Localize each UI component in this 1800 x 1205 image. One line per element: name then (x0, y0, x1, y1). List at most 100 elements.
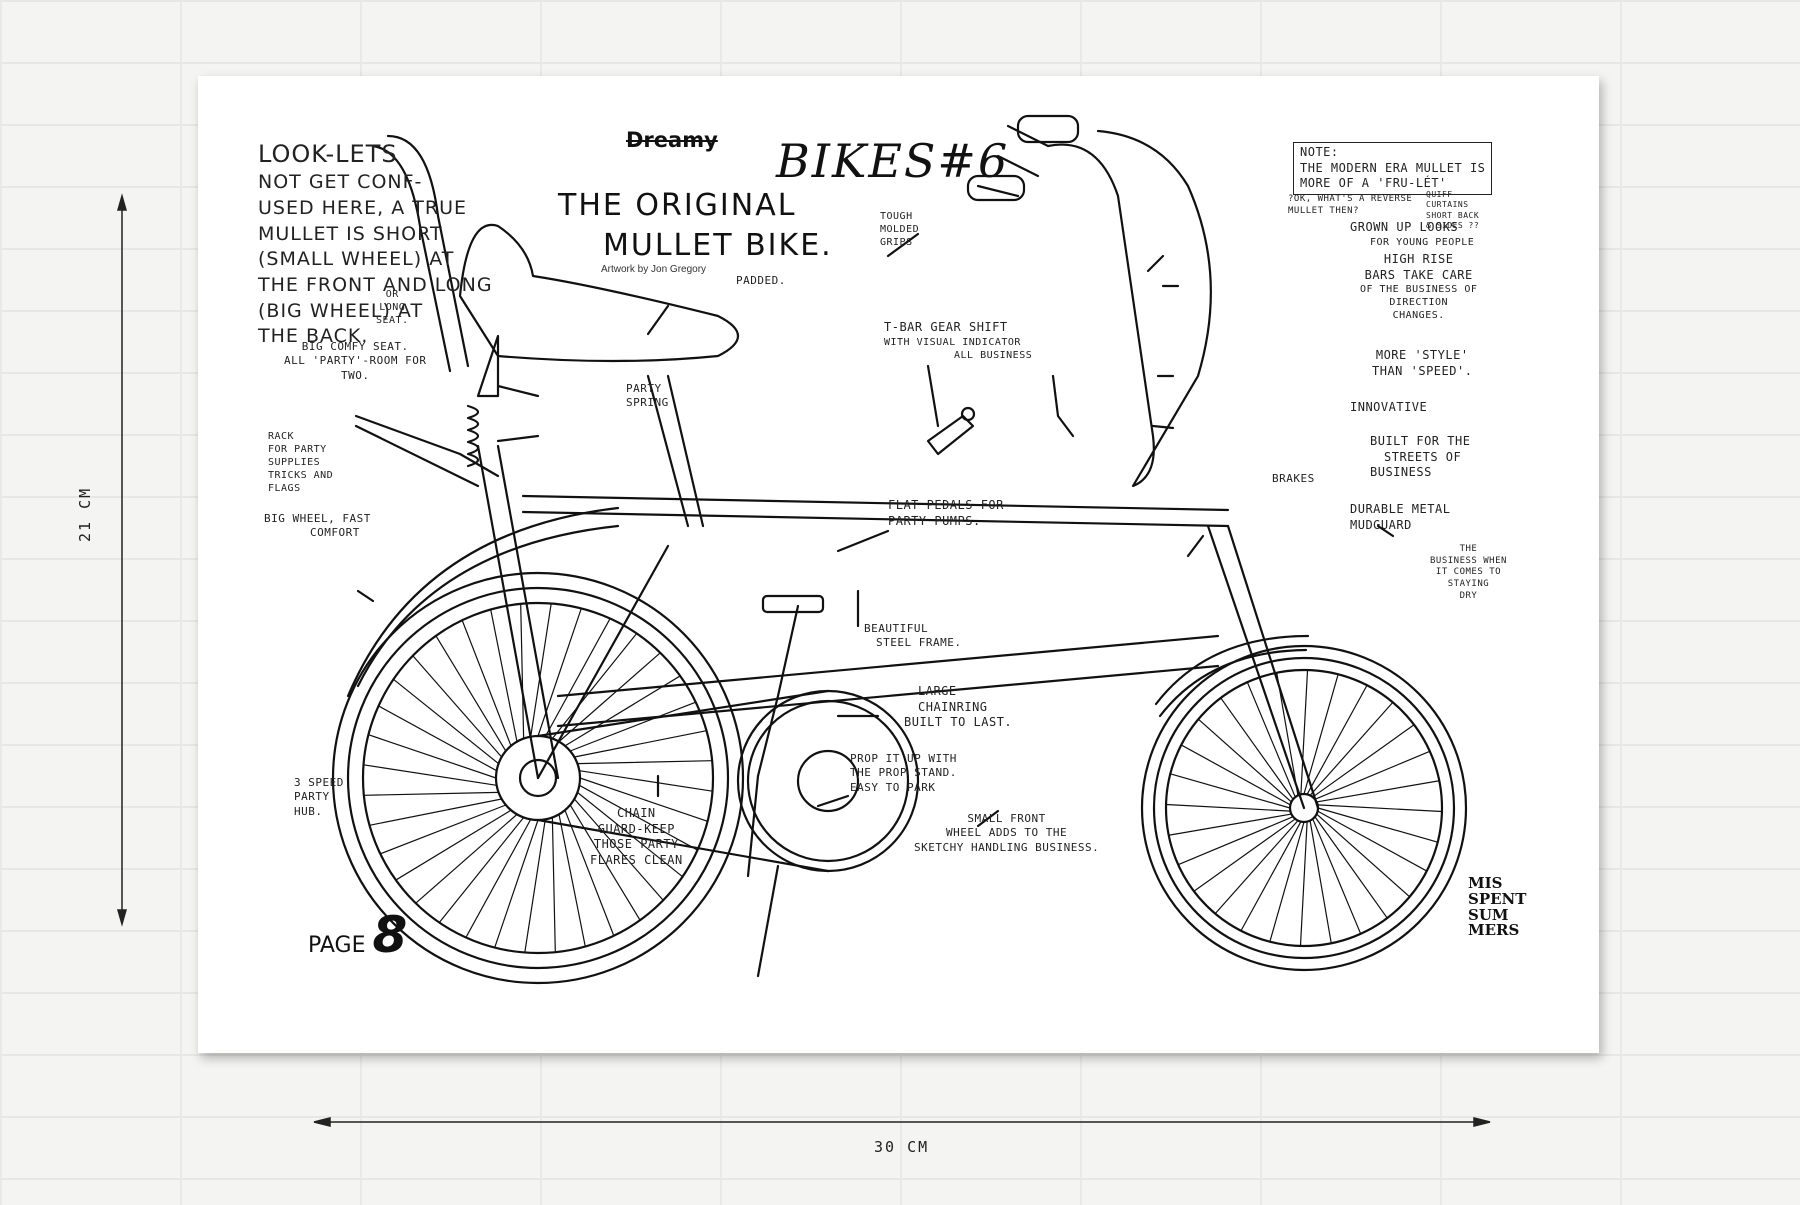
label-line: BUILT FOR THE (1370, 434, 1471, 448)
wheel-spoke (1309, 701, 1394, 796)
intro-line: THE BACK. (258, 325, 369, 348)
wheel-spoke (368, 798, 503, 826)
label-line: BIG COMFY SEAT. (301, 340, 409, 353)
wheel-spoke (1316, 780, 1440, 803)
label-line: DRY (1459, 590, 1478, 601)
wheel-spoke (558, 813, 586, 948)
wheel-spoke (1317, 810, 1428, 872)
label-more-style: MORE 'STYLE' THAN 'SPEED'. (1372, 348, 1472, 379)
label-chainring: LARGE CHAINRING BUILT TO LAST. (888, 684, 1012, 731)
label-line: FLAT PEDALS FOR (888, 498, 1004, 512)
label-line: BRAKES (1272, 472, 1315, 485)
reverse-option: SHORT BACK (1426, 210, 1480, 220)
label-hub: 3 SPEED PARTY HUB. (294, 776, 344, 819)
brand-logo: MIS SPENT SUM MERS (1468, 874, 1527, 940)
label-line: SUPPLIES (268, 457, 321, 468)
wheel-spoke (564, 809, 615, 937)
label-line: THE (1459, 544, 1478, 554)
label-line: SMALL FRONT (967, 812, 1046, 825)
wheel-spoke (558, 652, 661, 743)
label-prop-stand: PROP IT UP WITH THE PROP STAND. EASY TO … (850, 752, 957, 795)
wheel-spoke (1169, 773, 1291, 809)
artwork-credit: Artwork by Jon Gregory (601, 264, 707, 275)
wheel-spoke (1197, 718, 1292, 803)
reverse-option: QUIFF (1426, 190, 1453, 199)
height-dimension-label: 21 CM (76, 486, 94, 542)
label-line: PARTY (294, 790, 330, 804)
label-tbar: T-BAR GEAR SHIFT WITH VISUAL INDICATOR A… (884, 320, 1032, 362)
label-big-wheel: BIG WHEEL, FAST COMFORT (264, 512, 371, 541)
label-line: PROP IT UP WITH (850, 752, 957, 765)
label-line: GROWN UP LOOKS (1350, 220, 1459, 234)
wheel-spoke (1299, 821, 1308, 947)
intro-line: (BIG WHEEL) AT (258, 299, 424, 322)
title-series: BIKES#6 (776, 134, 1010, 188)
wheel-spoke (573, 730, 708, 758)
label-line: PARTY (626, 382, 662, 395)
wheel-spoke (579, 777, 709, 822)
intro-line: MULLET IS SHORT (258, 222, 443, 245)
wheel-spoke (363, 791, 500, 796)
label-or-long-seat: OR LONG SEAT. (376, 288, 409, 327)
wheel-spoke (1317, 804, 1443, 813)
page-number-value: 8 (372, 906, 408, 964)
wheel-spoke (392, 678, 500, 765)
label-comfy-seat: BIG COMFY SEAT. ALL 'PARTY'-ROOM FOR TWO… (284, 340, 426, 383)
label-line: THOSE PARTY (593, 837, 679, 852)
wheel-spoke (415, 813, 518, 904)
label-line: CHANGES. (1392, 310, 1445, 322)
wheel-spoke (1240, 821, 1302, 932)
note-box: NOTE: THE MODERN ERA MULLET IS MORE OF A… (1293, 142, 1493, 195)
wheel-spoke (544, 617, 611, 738)
page-number: PAGE 8 (308, 906, 407, 964)
wheel-spoke (1309, 820, 1332, 944)
label-line: MUDGUARD (1350, 517, 1412, 532)
logo-line: MERS (1468, 921, 1520, 940)
label-line: WHEEL ADDS TO THE (946, 826, 1068, 840)
intro-line: THE FRONT AND LONG (258, 273, 493, 296)
label-line: DURABLE METAL (1350, 502, 1451, 516)
wheel-spoke (1316, 813, 1411, 898)
wheel-spoke (576, 760, 713, 765)
label-grips: TOUGH MOLDED GRIPS (880, 210, 919, 249)
label-line: OR (385, 289, 399, 300)
label-line: DIRECTION (1389, 297, 1449, 309)
wheel-spoke (1214, 820, 1299, 915)
logo-line: SPENT (1468, 889, 1527, 908)
wheel-spoke (412, 655, 503, 758)
wheel-spoke (530, 602, 552, 738)
label-business-dry: THE BUSINESS WHEN IT COMES TO STAYING DR… (1430, 544, 1507, 602)
wheel-spoke (1165, 803, 1291, 812)
intro-line: LOOK-LETS (258, 140, 398, 168)
label-line: CHAIN (617, 806, 656, 820)
label-line: TOUGH (880, 211, 913, 222)
wheel-spoke (573, 798, 664, 901)
label-steel-frame: BEAUTIFUL STEEL FRAME. (864, 622, 961, 651)
label-line: ALL BUSINESS (954, 349, 1033, 361)
intro-line: NOT GET CONF- (258, 171, 423, 194)
label-line: HUB. (294, 804, 323, 818)
label-line: BIG WHEEL, FAST (264, 512, 371, 525)
label-high-rise: HIGH RISE BARS TAKE CARE OF THE BUSINESS… (1360, 252, 1477, 322)
wheel-spoke (1303, 673, 1339, 795)
page-label: PAGE (308, 933, 366, 958)
reverse-line: ?OK, WHAT'S A REVERSE (1288, 194, 1413, 204)
note-line: NOTE: (1300, 145, 1339, 159)
wheel-spoke (1269, 821, 1305, 943)
logo-line: MIS (1468, 874, 1503, 892)
wheel-spoke (1177, 816, 1294, 866)
wheel-spoke (576, 791, 684, 878)
label-line: MORE 'STYLE' (1375, 348, 1469, 362)
wheel-spoke (569, 804, 641, 921)
wheel-spoke (367, 734, 497, 779)
reverse-mullet-note: ?OK, WHAT'S A REVERSE MULLET THEN? (1288, 194, 1412, 217)
wheel-spoke (461, 619, 512, 747)
reverse-option: & SIDES ?? (1426, 221, 1480, 231)
label-line: SPRING (626, 396, 669, 410)
label-line: WITH VISUAL INDICATOR (884, 336, 1021, 348)
label-line: ALL 'PARTY'-ROOM FOR (284, 354, 427, 368)
label-line: BUSINESS WHEN (1430, 555, 1507, 566)
title-line2: MULLET BIKE. (603, 228, 833, 263)
wheel-spoke (379, 804, 507, 855)
wheel-spoke (435, 635, 507, 752)
